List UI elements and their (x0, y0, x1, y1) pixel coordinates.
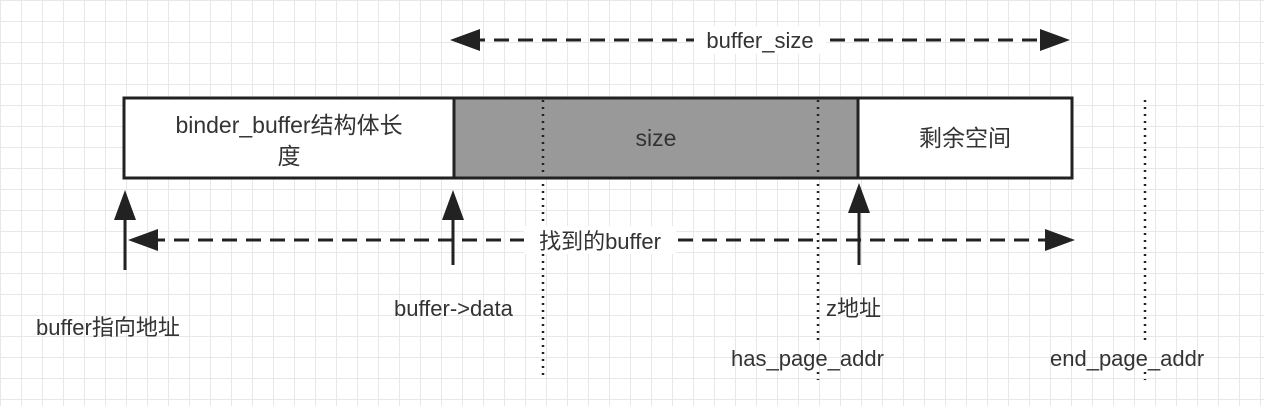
end-page-addr-label: end_page_addr (1050, 346, 1204, 371)
data-pointer-label: buffer->data (394, 296, 514, 321)
buffer-pointer-label: buffer指向地址 (36, 315, 180, 340)
header-box (122, 96, 456, 180)
remaining-box-label: 剩余空间 (919, 125, 1011, 151)
found-buffer-arrow: 找到的buffer (128, 226, 1075, 254)
header-box-label-line2: 度 (278, 143, 301, 169)
z-pointer-label: z地址 (826, 296, 881, 321)
remaining-box (856, 96, 1074, 180)
header-box-label-line1: binder_buffer结构体长 (175, 112, 402, 138)
pointer-arrow-z (848, 183, 870, 265)
size-box-label: size (636, 125, 677, 151)
pointer-arrow-data (442, 190, 464, 265)
buffer-size-arrow-right-head (1040, 29, 1070, 51)
found-buffer-label: 找到的buffer (539, 229, 661, 254)
buffer-size-arrow-left-head (450, 29, 480, 51)
buffer-size-arrow: buffer_size (450, 26, 1070, 54)
buffer-size-label: buffer_size (706, 28, 813, 53)
has-page-addr-label: has_page_addr (731, 346, 884, 371)
pointer-arrow-buffer (114, 190, 136, 270)
found-buffer-arrow-right-head (1045, 229, 1075, 251)
found-buffer-arrow-left-head (128, 229, 158, 251)
buffer-boxes: binder_buffer结构体长 度 size 剩余空间 (122, 96, 1074, 180)
